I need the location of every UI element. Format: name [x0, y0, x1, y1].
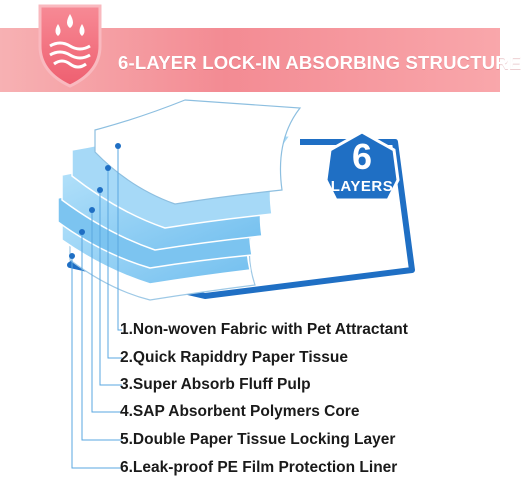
callout-dot-5 [79, 229, 85, 235]
layer-label-4: 4.SAP Absorbent Polymers Core [120, 403, 360, 420]
page-title: 6-LAYER LOCK-IN ABSORBING STRUCTURE [118, 52, 521, 73]
layer-label-1: 1.Non-woven Fabric with Pet Attractant [120, 321, 408, 338]
callout-dot-6 [69, 253, 75, 259]
layer-label-5: 5.Double Paper Tissue Locking Layer [120, 431, 396, 448]
shield-droplets-icon [20, 0, 120, 90]
callout-dot-3 [97, 187, 103, 193]
callout-dot-4 [89, 207, 95, 213]
callout-dot-1 [115, 143, 121, 149]
callout-dot-2 [105, 165, 111, 171]
badge-word: LAYERS [330, 178, 394, 195]
layer-label-2: 2.Quick Rapiddry Paper Tissue [120, 349, 348, 366]
layer-label-6: 6.Leak-proof PE Film Protection Liner [120, 459, 398, 476]
layer-label-3: 3.Super Absorb Fluff Pulp [120, 376, 311, 393]
badge-number: 6 [351, 136, 373, 177]
layer-1-shape [94, 99, 302, 205]
layers-badge [324, 130, 400, 202]
layer-diagram [57, 99, 415, 469]
